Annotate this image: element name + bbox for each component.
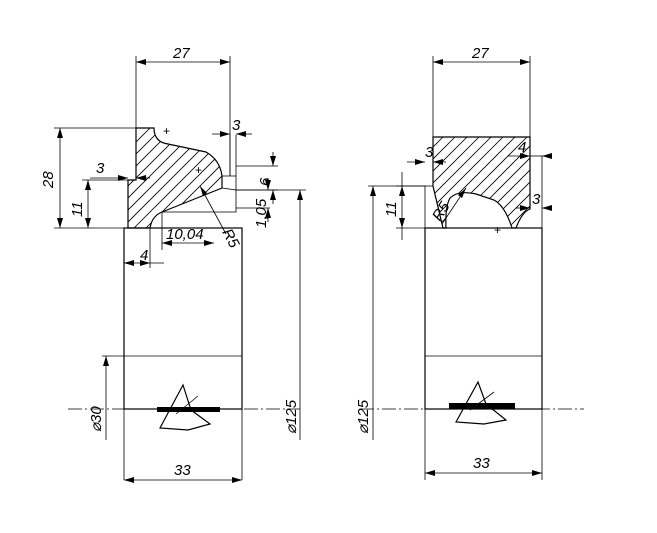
left-dim-27: 27 — [135, 45, 231, 176]
svg-text:+: + — [494, 223, 501, 237]
right-dim-33: 33 — [425, 455, 542, 476]
left-dim-4-label: 4 — [140, 247, 148, 264]
right-dim-33-label: 33 — [473, 455, 490, 472]
left-dim-11: 11 — [69, 179, 136, 228]
svg-text:+: + — [195, 163, 202, 177]
left-dim-27-label: 27 — [172, 45, 190, 62]
left-dim-1004: 10,04 — [161, 212, 214, 250]
right-dim-r5-label: R5 — [429, 198, 454, 224]
left-dim-3-top-label: 3 — [232, 117, 241, 134]
left-dim-dia30: ⌀30 — [88, 355, 124, 440]
left-dim-dia30-label: ⌀30 — [88, 406, 105, 432]
left-dim-28-label: 28 — [40, 171, 57, 189]
right-section-outline — [432, 136, 531, 229]
left-dim-105-label: 1,05 — [253, 198, 270, 228]
left-dim-28: 28 — [40, 127, 136, 229]
left-dim-105: 1,05 — [236, 178, 306, 228]
right-dim-3: 3 — [407, 144, 446, 186]
right-body — [424, 227, 543, 410]
right-dim-27: 27 — [432, 45, 531, 137]
svg-text:+: + — [163, 124, 170, 138]
right-dim-4: 4 — [508, 139, 552, 159]
right-dim-27-label: 27 — [471, 45, 489, 62]
left-dim-1004-label: 10,04 — [166, 226, 204, 243]
left-dim-dia125: ⌀125 — [283, 190, 303, 440]
right-dim-dia125-label: ⌀125 — [355, 399, 372, 434]
left-view: + + 27 2 — [40, 45, 306, 483]
left-seal-symbol-icon — [157, 383, 220, 431]
right-dim-dia125: ⌀125 — [355, 185, 425, 440]
right-dim-3-right-label: 3 — [532, 191, 541, 208]
left-dim-3-left: 3 — [90, 160, 150, 181]
right-dim-11-label: 11 — [383, 201, 400, 217]
left-dim-dia125-label: ⌀125 — [283, 399, 300, 434]
left-dim-6: 6 — [236, 152, 278, 204]
left-dim-3-left-label: 3 — [96, 160, 105, 177]
right-dim-4-label: 4 — [518, 139, 526, 156]
left-dim-4: 4 — [123, 228, 164, 268]
left-dim-33: 33 — [124, 462, 242, 483]
left-dim-33-label: 33 — [174, 462, 191, 479]
right-view: + 27 3 — [355, 45, 584, 480]
left-dim-3-top: 3 — [212, 117, 252, 176]
right-dim-3-right: 3 — [516, 191, 552, 211]
right-dim-11: 11 — [383, 172, 425, 240]
left-dim-r5-label: R5 — [218, 226, 242, 251]
left-dim-11-label: 11 — [69, 201, 86, 217]
right-seal-symbol-icon — [449, 380, 515, 425]
right-dim-3-label: 3 — [425, 144, 434, 161]
right-section-hatch — [433, 137, 530, 228]
left-section-outline — [127, 127, 223, 229]
